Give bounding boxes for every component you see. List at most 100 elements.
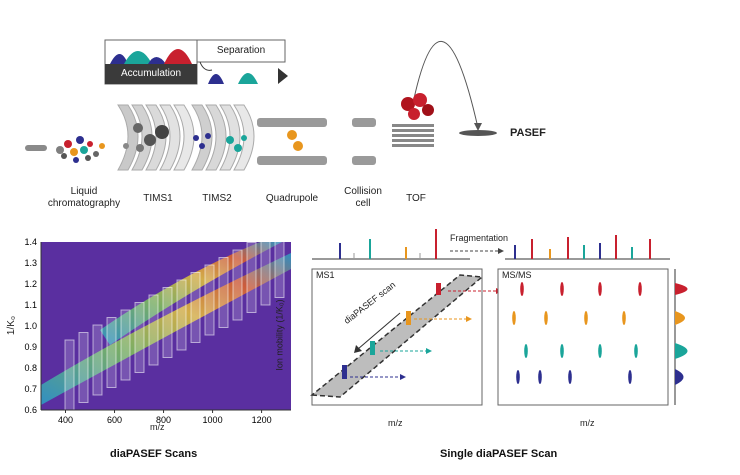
mobilogram-peak-red bbox=[675, 283, 688, 295]
fragment-spot bbox=[512, 311, 516, 325]
heatmap-y-tick-label: 0.6 bbox=[24, 405, 37, 415]
ion-mobility-axis-label: Ion mobility (1/K₀) bbox=[274, 299, 285, 371]
tof-stack bbox=[392, 124, 434, 147]
fragmentation-arrowhead bbox=[498, 248, 504, 254]
ion-slice-orange bbox=[406, 311, 411, 325]
tof-fragment-cluster bbox=[401, 93, 434, 120]
fragment-spot bbox=[568, 370, 572, 384]
component-label-tof: TOF bbox=[406, 193, 426, 204]
accumulation-peak-blue-2 bbox=[148, 57, 166, 64]
heatmap-band-upper bbox=[100, 242, 282, 345]
scan-window bbox=[64, 339, 75, 411]
fragmentation-label: Fragmentation bbox=[450, 233, 509, 243]
component-label-tims2: TIMS2 bbox=[202, 193, 232, 204]
mobilogram-peak-blue bbox=[675, 369, 684, 385]
heatmap-y-tick-label: 1.0 bbox=[24, 321, 37, 331]
scan-window bbox=[218, 257, 229, 328]
fragment-spot bbox=[598, 282, 602, 296]
heatmap-y-tick-label: 0.9 bbox=[24, 342, 37, 352]
ion-slice-teal bbox=[370, 341, 375, 355]
separation-box bbox=[196, 39, 286, 63]
accumulation-peak-teal bbox=[124, 51, 152, 64]
msms-x-label: m/z bbox=[580, 418, 595, 428]
scan-window bbox=[176, 279, 187, 351]
collision-cell-top bbox=[352, 118, 376, 127]
scan-window bbox=[246, 242, 257, 313]
mobilogram-peak-orange bbox=[675, 311, 685, 325]
heatmap-y-tick-label: 1.4 bbox=[24, 237, 37, 247]
heatmap-x-tick-label: 600 bbox=[107, 415, 122, 425]
quadrupole-rod-bottom bbox=[257, 156, 327, 165]
fragment-spot bbox=[634, 344, 638, 358]
quadrupole-ion-2 bbox=[293, 141, 303, 151]
accumulation-peak-blue bbox=[110, 54, 128, 64]
fragment-spot bbox=[560, 282, 564, 296]
fragment-spot bbox=[622, 311, 626, 325]
fragment-spot bbox=[560, 344, 564, 358]
fragment-spot bbox=[538, 370, 542, 384]
heatmap-y-tick-label: 0.7 bbox=[24, 384, 37, 394]
accumulation-peak-red bbox=[164, 49, 192, 64]
ms1-peaks bbox=[339, 229, 437, 259]
component-label-lc: Liquid chromatography bbox=[47, 186, 121, 209]
msms-label: MS/MS bbox=[502, 270, 532, 280]
single-scan-diagram bbox=[310, 229, 688, 406]
heatmap-y-label: 1/K₀ bbox=[6, 315, 18, 336]
fragment-spot bbox=[516, 370, 520, 384]
fragment-spot bbox=[520, 282, 524, 296]
ion-slice-blue bbox=[342, 365, 347, 379]
scan-window bbox=[260, 235, 271, 306]
ion-slice-red bbox=[436, 283, 441, 295]
flight-arc bbox=[409, 41, 479, 129]
scan-window bbox=[92, 324, 103, 396]
component-label-collision-cell: Collision cell bbox=[344, 186, 382, 209]
heatmap-y-tick-label: 1.3 bbox=[24, 258, 37, 268]
scan-window bbox=[120, 309, 131, 381]
fragment-spot bbox=[598, 344, 602, 358]
separation-arrow-hook bbox=[199, 61, 213, 71]
single-scan-title: Single diaPASEF Scan bbox=[440, 448, 558, 460]
heatmap-x-tick-label: 1000 bbox=[203, 415, 223, 425]
tims2-plates bbox=[191, 104, 255, 171]
pasef-label: PASEF bbox=[510, 127, 546, 139]
flight-arc-arrowhead bbox=[474, 123, 482, 131]
mobilogram-peak-teal bbox=[675, 343, 688, 359]
scan-window bbox=[190, 272, 201, 343]
separation-arrow bbox=[278, 68, 288, 84]
fragment-spot bbox=[638, 282, 642, 296]
diapasef-scan-windows bbox=[64, 235, 285, 411]
tims1-plates bbox=[117, 104, 195, 171]
scan-window bbox=[274, 235, 285, 298]
component-label-tims1: TIMS1 bbox=[143, 193, 173, 204]
scan-window bbox=[78, 332, 89, 403]
heatmap-y-tick-label: 1.2 bbox=[24, 279, 37, 289]
heatmap-x-tick-label: 1200 bbox=[252, 415, 272, 425]
scan-window bbox=[232, 249, 243, 321]
scan-window bbox=[204, 264, 215, 336]
scan-window bbox=[148, 294, 159, 366]
quadrupole-ion bbox=[287, 130, 297, 140]
fragment-spot bbox=[524, 344, 528, 358]
instrument-schematic bbox=[25, 39, 497, 171]
lc-inlet bbox=[25, 145, 47, 151]
fragment-spot bbox=[584, 311, 588, 325]
separation-peak-blue bbox=[208, 74, 224, 84]
scan-window bbox=[162, 287, 173, 358]
diapasef-scan-arrowhead bbox=[354, 345, 362, 353]
heatmap-x-label: m/z bbox=[150, 422, 165, 432]
ms1-label: MS1 bbox=[316, 270, 335, 280]
ms1-x-label: m/z bbox=[388, 418, 403, 428]
msms-peaks bbox=[514, 235, 651, 259]
lc-ion-cluster bbox=[56, 136, 105, 163]
quadrupole-rod-top bbox=[257, 118, 327, 127]
scan-window bbox=[134, 302, 145, 373]
heatmap-title: diaPASEF Scans bbox=[110, 448, 198, 460]
pasef-detector bbox=[459, 130, 497, 136]
fragment-spot bbox=[628, 370, 632, 384]
component-label-quadrupole: Quadrupole bbox=[265, 193, 319, 204]
accumulation-label: Accumulation bbox=[120, 68, 182, 79]
collision-cell-bottom bbox=[352, 156, 376, 165]
heatmap-x-tick-label: 400 bbox=[58, 415, 73, 425]
accumulation-bar bbox=[105, 64, 197, 84]
